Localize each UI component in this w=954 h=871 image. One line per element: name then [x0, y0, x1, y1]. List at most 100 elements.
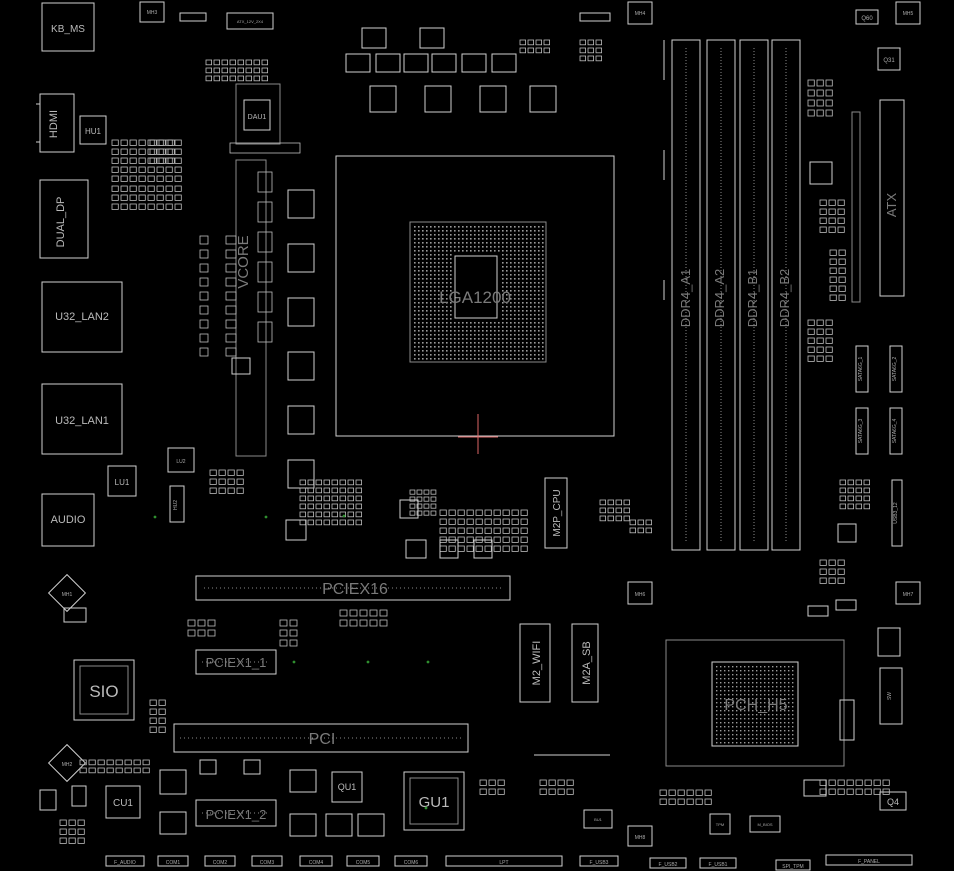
pch-ball [764, 738, 766, 740]
lga-pin [482, 246, 484, 248]
smd-part [837, 577, 845, 584]
lga-pin [510, 354, 512, 356]
lga-pin [506, 238, 508, 240]
lga-pin [430, 274, 432, 276]
pch-ball [760, 710, 762, 712]
lga-pin [438, 266, 440, 268]
mh6-label: MH6 [635, 592, 646, 598]
lga-pin [418, 342, 420, 344]
pch-ball [788, 690, 790, 692]
pch-ball [752, 678, 754, 680]
capacitor [199, 347, 209, 357]
pch-ball [776, 678, 778, 680]
pch-ball [724, 726, 726, 728]
mh4-mount-hole: MH4 [627, 1, 653, 25]
header-com6 [394, 855, 428, 867]
pch-ball [756, 718, 758, 720]
mosfet [491, 53, 517, 73]
lga-pin [478, 250, 480, 252]
lga-pin [446, 342, 448, 344]
lga-pin [482, 238, 484, 240]
smd-part [475, 527, 483, 534]
lga-pin [522, 238, 524, 240]
lga-pin [506, 338, 508, 340]
smd-part [158, 139, 166, 146]
pch-ball [772, 742, 774, 744]
lga-pin [482, 334, 484, 336]
lga-pin [522, 258, 524, 260]
pch-ball [780, 742, 782, 744]
pch-ball [772, 734, 774, 736]
pch-ball [792, 726, 794, 728]
lga-pin [462, 230, 464, 232]
lga-pin [518, 262, 520, 264]
pch-ball [724, 694, 726, 696]
pch-ball [784, 666, 786, 668]
pch-ball [724, 718, 726, 720]
lga-pin [454, 322, 456, 324]
lga-pin [502, 250, 504, 252]
lga-pin [438, 282, 440, 284]
pch-ball [748, 710, 750, 712]
smd-part [323, 487, 330, 494]
lga-pin [510, 290, 512, 292]
m2-wifi-label: M2_WIFI [531, 641, 543, 686]
smd-part [416, 510, 423, 516]
smd-part [839, 479, 846, 486]
smd-part [637, 519, 644, 526]
smd-part [359, 609, 368, 617]
pch-ball [744, 714, 746, 716]
lga-pin [446, 294, 448, 296]
pch-ball [724, 698, 726, 700]
pch-ball [736, 730, 738, 732]
lga-pin [422, 298, 424, 300]
capacitor [199, 333, 209, 343]
smd-part [245, 59, 252, 66]
lga-pin [422, 342, 424, 344]
smd-part [236, 469, 244, 476]
lga-pin [438, 338, 440, 340]
pch-ball [716, 718, 718, 720]
lga-pin [430, 346, 432, 348]
lga-pin [494, 246, 496, 248]
pch-ball [752, 738, 754, 740]
lga-pin [426, 250, 428, 252]
smd-part [79, 759, 87, 766]
lga-pin [434, 346, 436, 348]
lga-pin [426, 262, 428, 264]
smd-part [213, 67, 220, 74]
lga-pin [494, 230, 496, 232]
pch-ball [748, 694, 750, 696]
smd-part [511, 518, 519, 525]
lga-pin [434, 262, 436, 264]
lga-pin [514, 282, 516, 284]
lga-pin [458, 230, 460, 232]
pch-ball [724, 710, 726, 712]
pch-ball [740, 722, 742, 724]
m-bios-label: M_BIOS [757, 822, 772, 827]
smd-part [355, 479, 362, 486]
smd-part [520, 545, 528, 552]
smd-part [299, 479, 306, 486]
lga-pin [434, 266, 436, 268]
lga-pin [434, 250, 436, 252]
lga-pin [542, 290, 544, 292]
atx-label: ATX [884, 193, 899, 218]
lga-pin [414, 358, 416, 360]
pch-ball [748, 722, 750, 724]
smd-part [475, 509, 483, 516]
lga-pin [434, 294, 436, 296]
lga-pin [534, 342, 536, 344]
lga-pin [442, 306, 444, 308]
lga-pin [534, 338, 536, 340]
lga-pin [534, 266, 536, 268]
pch-chip: PCH_H5 [665, 639, 845, 767]
lpt-label: LPT [499, 860, 508, 866]
pch-ball [716, 738, 718, 740]
lga-pin [474, 358, 476, 360]
lga-pin [438, 306, 440, 308]
lga-pin [542, 306, 544, 308]
smd-part [807, 99, 815, 107]
smd-part [59, 819, 67, 826]
pch-ball [756, 694, 758, 696]
